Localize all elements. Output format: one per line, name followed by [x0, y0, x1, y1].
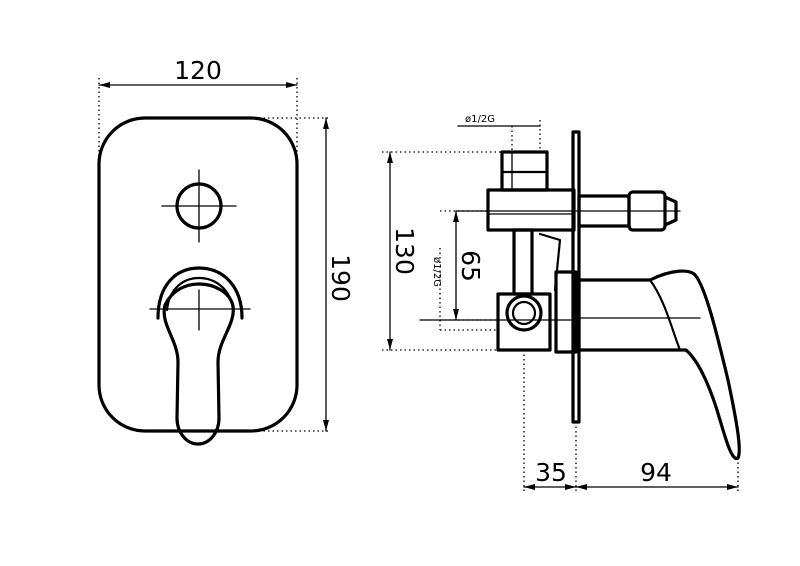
depth-dimension	[523, 350, 739, 494]
lever-escutcheon	[156, 266, 244, 320]
height-dimension	[250, 117, 330, 432]
lower-outlet	[419, 292, 575, 352]
outlet-height-dimension	[440, 210, 498, 321]
front-view: 120 190	[97, 56, 355, 446]
valve-body	[486, 188, 576, 232]
thread-top-leader	[457, 120, 541, 152]
overall-height-dimension	[382, 151, 502, 351]
top-inlet	[500, 150, 549, 192]
diverter-knob	[161, 169, 237, 243]
outlet-height-label: 65	[456, 250, 485, 282]
lever-side	[577, 269, 741, 460]
diverter-stem	[455, 190, 681, 232]
overall-height-label: 130	[390, 227, 419, 275]
depth-wall-label: 35	[535, 458, 567, 487]
thread-top-label: ø1/2G	[465, 114, 495, 125]
lever-handle	[162, 282, 235, 446]
height-label: 190	[326, 254, 355, 302]
thread-side-leader	[439, 248, 498, 331]
thread-side-label: ø1/2G	[431, 257, 442, 287]
cover-plate	[97, 116, 299, 433]
width-label: 120	[174, 56, 222, 85]
depth-handle-label: 94	[640, 458, 672, 487]
side-view: 130 65 ø1/2G ø1/2G	[382, 114, 741, 494]
cartridge-body	[554, 270, 578, 354]
vertical-pipe	[512, 228, 562, 296]
width-dimension	[98, 78, 298, 178]
